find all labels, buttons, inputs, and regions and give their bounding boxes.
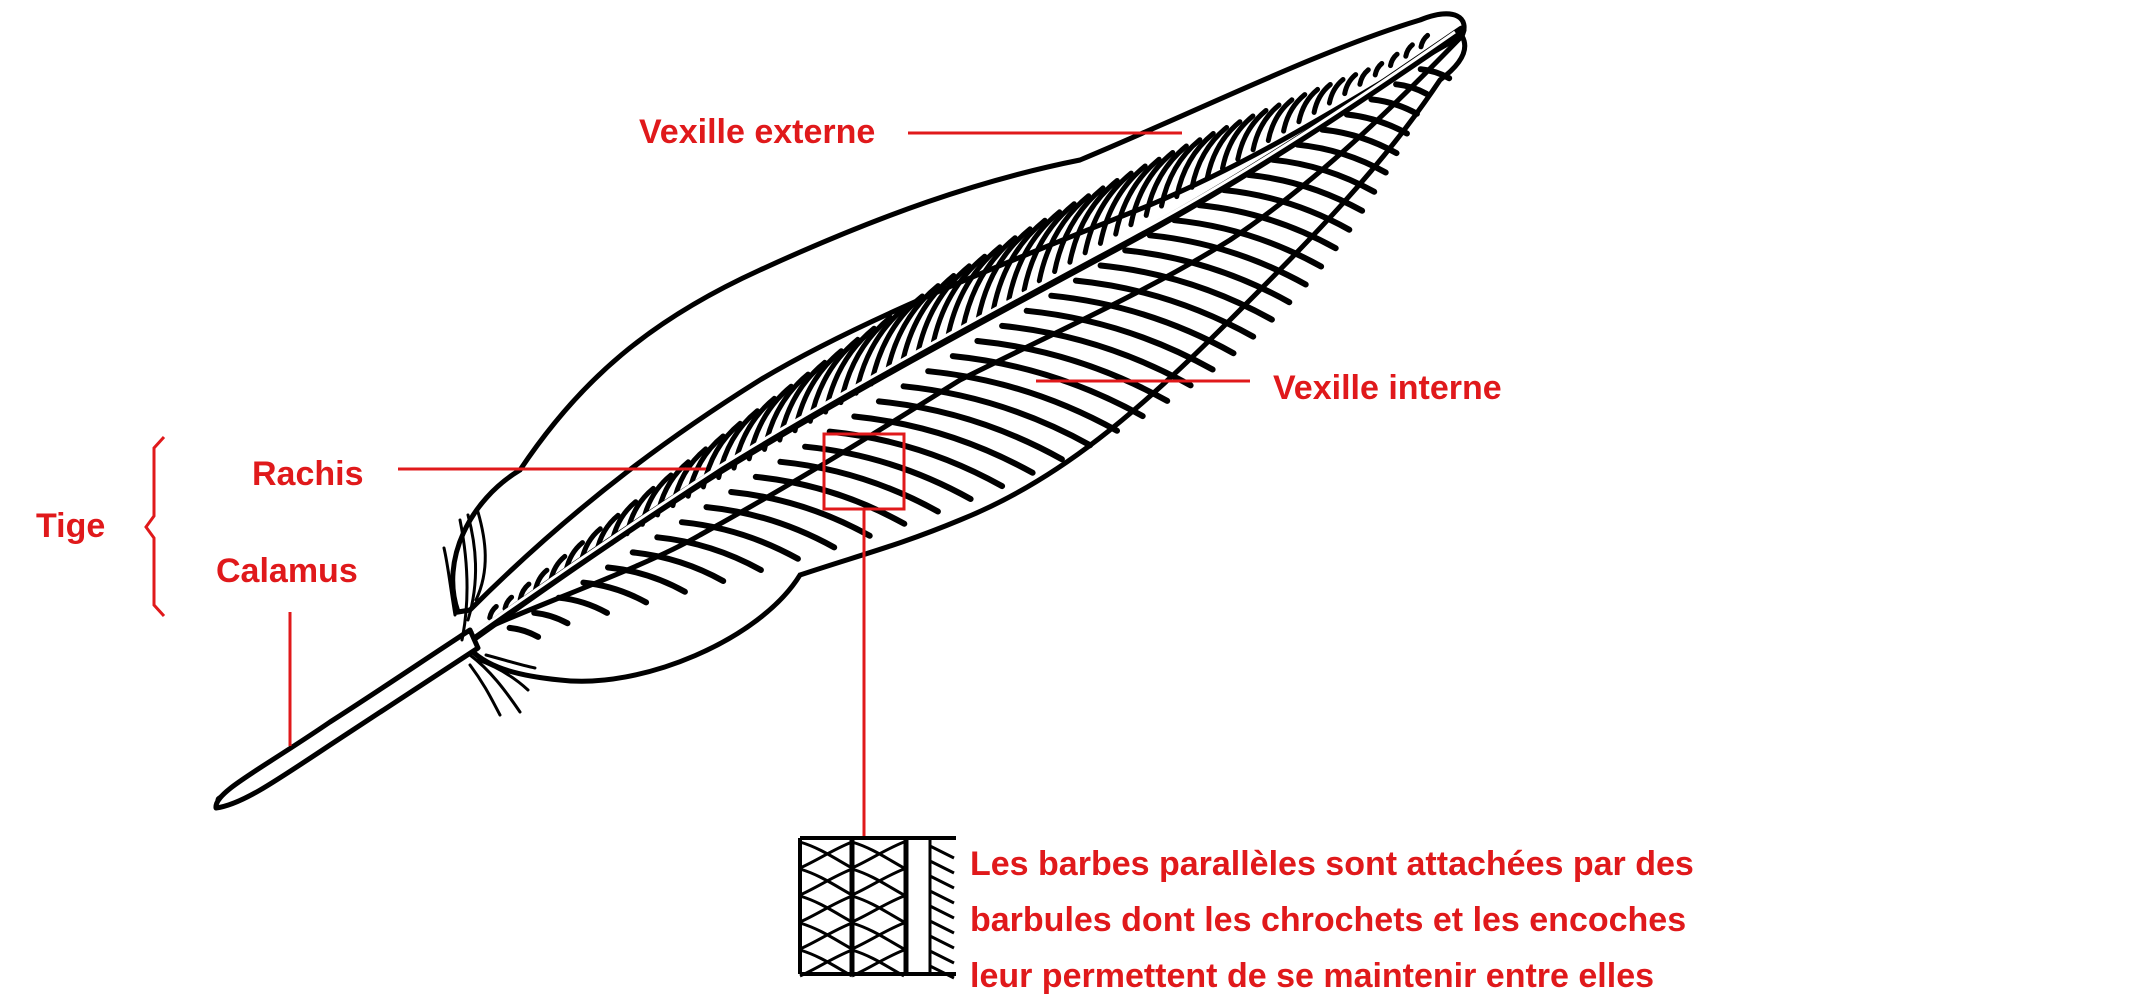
barbules-caption: Les barbes parallèles sont attachées par… [970,836,1694,1004]
barbules-detail-inset [800,838,956,978]
label-vexille-interne: Vexille interne [1273,371,1502,405]
calamus-quill [216,630,478,808]
label-tige: Tige [36,509,105,543]
caption-line: Les barbes parallèles sont attachées par… [970,836,1694,892]
label-calamus: Calamus [216,554,358,588]
label-rachis: Rachis [252,457,364,491]
label-vexille-externe: Vexille externe [639,115,875,149]
caption-line: leur permettent de se maintenir entre el… [970,948,1694,1004]
caption-line: barbules dont les chrochets et les encoc… [970,892,1694,948]
outer-barb [490,607,497,618]
tige-brace [146,437,164,616]
